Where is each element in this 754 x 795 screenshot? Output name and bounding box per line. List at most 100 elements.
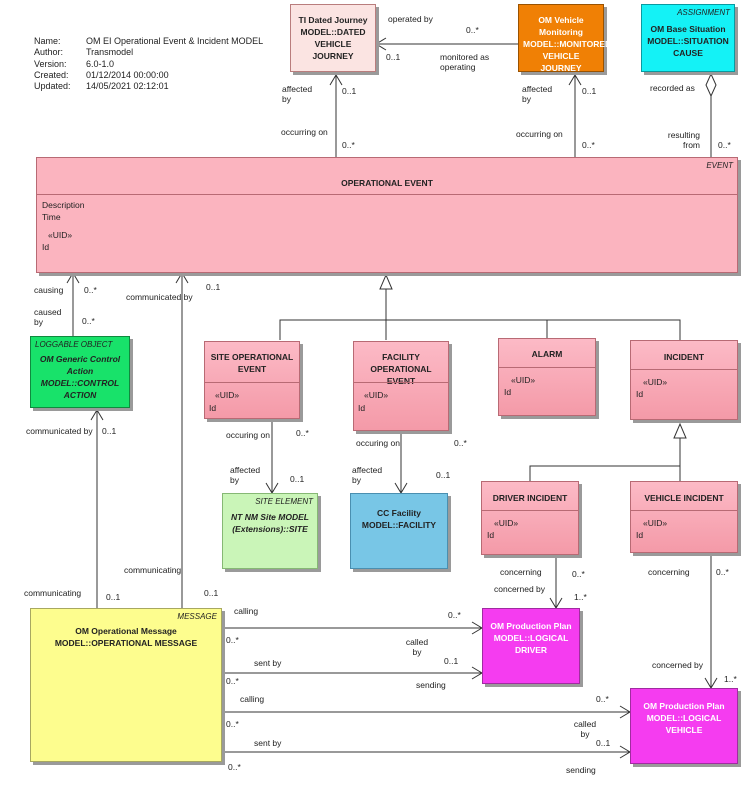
mult-causing-0n: 0..* [84,285,97,295]
operational-event-stereotype: EVENT [706,161,733,170]
monitored-vehicle-journey-box[interactable]: OM Vehicle Monitoring MODEL::MONITORED V… [518,4,612,73]
attr-uid-stereotype: «UID» [48,230,73,240]
vehicle-incident-title: VEHICLE INCIDENT [644,493,724,503]
mult-op-0n: 0..* [466,25,479,35]
alarm-uid-stereotype: «UID» [511,375,536,385]
operational-event-title: OPERATIONAL EVENT [341,178,433,188]
driver-incident-title: DRIVER INCIDENT [492,493,568,503]
meta-author: Transmodel [86,47,134,58]
attr-description: Description [42,200,85,210]
meta-version: 6.0-1.0 [86,58,115,69]
label-occurring-on-2: occurring on [516,129,563,139]
site-element-box[interactable]: SITE ELEMENT NT NM Site MODEL (Extension… [222,493,318,569]
alarm-title: ALARM [531,349,563,359]
label-affected-by-2: affected by [522,84,553,104]
vehicle-incident-uid-stereotype: «UID» [643,518,668,528]
alarm-box[interactable]: ALARM «UID» Id [498,338,596,416]
dated-vehicle-journey-title: TI Dated Journey MODEL::DATED VEHICLE JO… [298,15,368,61]
driver-incident-uid-stereotype: «UID» [494,518,519,528]
mult-aff1-01: 0..1 [342,86,357,96]
dated-vehicle-journey-box[interactable]: TI Dated Journey MODEL::DATED VEHICLE JO… [290,4,376,72]
control-action-title: OM Generic Control Action MODEL::CONTROL… [39,354,121,400]
label-communicating-control: communicating [24,588,82,598]
label-sent-by-vehicle: sent by [254,738,282,748]
mult-c2-01: 0..1 [106,592,121,602]
arrow-message-event [175,272,189,284]
driver-incident-box[interactable]: DRIVER INCIDENT «UID» Id [481,481,579,555]
operational-event-box[interactable]: EVENT OPERATIONAL EVENT Description Time… [36,157,738,273]
mult-called2-01: 0..1 [596,738,611,748]
mult-fac-01: 0..1 [436,470,451,480]
situation-cause-stereotype: ASSIGNMENT [677,8,730,17]
facility-operational-event-box[interactable]: FACILITY OPERATIONAL EVENT «UID» Id [353,341,449,431]
meta-created-key: Created: [34,69,69,80]
monitored-vehicle-journey-title: OM Vehicle Monitoring MODEL::MONITORED V… [523,15,612,73]
mult-caused-0n: 0..* [82,316,95,326]
label-occuring-on-facility: occuring on [356,438,400,448]
mult-d-1n: 1..* [574,592,587,602]
mult-comm1-01: 0..1 [206,282,221,292]
link-generalization-bar [279,319,681,340]
label-monitored-as-operating: monitored as operating [440,52,490,72]
label-causing: causing [34,285,64,295]
control-action-box[interactable]: LOGGABLE OBJECT OM Generic Control Actio… [30,336,130,408]
label-affected-by-facility: affected by [352,465,383,485]
mult-sent1-0n: 0..* [226,676,239,686]
label-sent-by-driver: sent by [254,658,282,668]
arrow-event-monitored-journey [568,74,582,86]
arrow-message-control-action [90,409,104,421]
label-concerning-vehicle: concerning [648,567,690,577]
arrow-event-dated-journey [329,74,343,86]
situation-cause-title: OM Base Situation MODEL::SITUATION CAUSE [647,24,729,58]
meta-version-key: Version: [34,58,67,69]
attr-time: Time [42,212,61,222]
mult-site-01: 0..1 [290,474,305,484]
label-concerned-by-driver: concerned by [494,584,546,594]
incident-generalization-triangle [673,422,687,439]
label-communicating-event: communicating [124,565,182,575]
label-caused-by: caused by [34,307,62,327]
logical-driver-title: OM Production Plan MODEL::LOGICAL DRIVER [490,621,572,655]
cc-facility-title: CC Facility MODEL::FACILITY [361,508,437,530]
operational-message-box[interactable]: MESSAGE OM Operational Message MODEL::OP… [30,608,222,762]
mult-comm2-01: 0..1 [102,426,117,436]
label-sending-driver: sending [416,680,446,690]
meta-created: 01/12/2014 00:00:00 [86,69,169,80]
logical-driver-box[interactable]: OM Production Plan MODEL::LOGICAL DRIVER [482,608,580,684]
mult-op-01: 0..1 [386,52,401,62]
mult-cv-0n: 0..* [716,567,729,577]
meta-updated: 14/05/2021 02:12:01 [86,81,169,92]
situation-cause-box[interactable]: ASSIGNMENT OM Base Situation MODEL::SITU… [641,4,735,72]
label-occurring-on-1: occurring on [281,127,328,137]
meta-author-key: Author: [34,47,64,58]
vehicle-incident-box[interactable]: VEHICLE INCIDENT «UID» Id [630,481,738,553]
label-concerned-by-vehicle: concerned by [652,660,704,670]
label-calling-vehicle: calling [240,694,265,704]
label-affected-by-site: affected by [230,465,261,485]
meta-updated-key: Updated: [34,81,71,92]
diagram-metadata: Name:OM EI Operational Event & Incident … [34,36,263,92]
site-id: Id [209,403,217,413]
incident-box[interactable]: INCIDENT «UID» Id [630,340,738,420]
operational-message-title: OM Operational Message MODEL::OPERATIONA… [54,626,198,648]
mult-v-1n: 1..* [724,674,737,684]
meta-name-key: Name: [34,36,61,46]
incident-uid-stereotype: «UID» [643,377,668,387]
site-operational-event-box[interactable]: SITE OPERATIONAL EVENT «UID» Id [204,341,300,419]
site-operational-event-title: SITE OPERATIONAL EVENT [210,352,294,374]
incident-title: INCIDENT [663,352,705,362]
site-element-title: NT NM Site MODEL (Extensions)::SITE [231,512,309,534]
site-element-stereotype: SITE ELEMENT [255,497,313,506]
cc-facility-box[interactable]: CC Facility MODEL::FACILITY [350,493,448,569]
label-sending-vehicle: sending [566,765,596,775]
attr-id: Id [42,242,50,252]
vehicle-incident-id: Id [636,530,644,540]
mult-called1-01: 0..1 [444,656,459,666]
label-called-by-driver: called by [405,637,429,657]
logical-vehicle-title: OM Production Plan MODEL::LOGICAL VEHICL… [643,701,725,735]
control-action-stereotype: LOGGABLE OBJECT [35,340,113,349]
label-called-by-vehicle: called by [573,719,597,739]
mult-call1b-0n: 0..* [226,635,239,645]
logical-vehicle-box[interactable]: OM Production Plan MODEL::LOGICAL VEHICL… [630,688,738,764]
